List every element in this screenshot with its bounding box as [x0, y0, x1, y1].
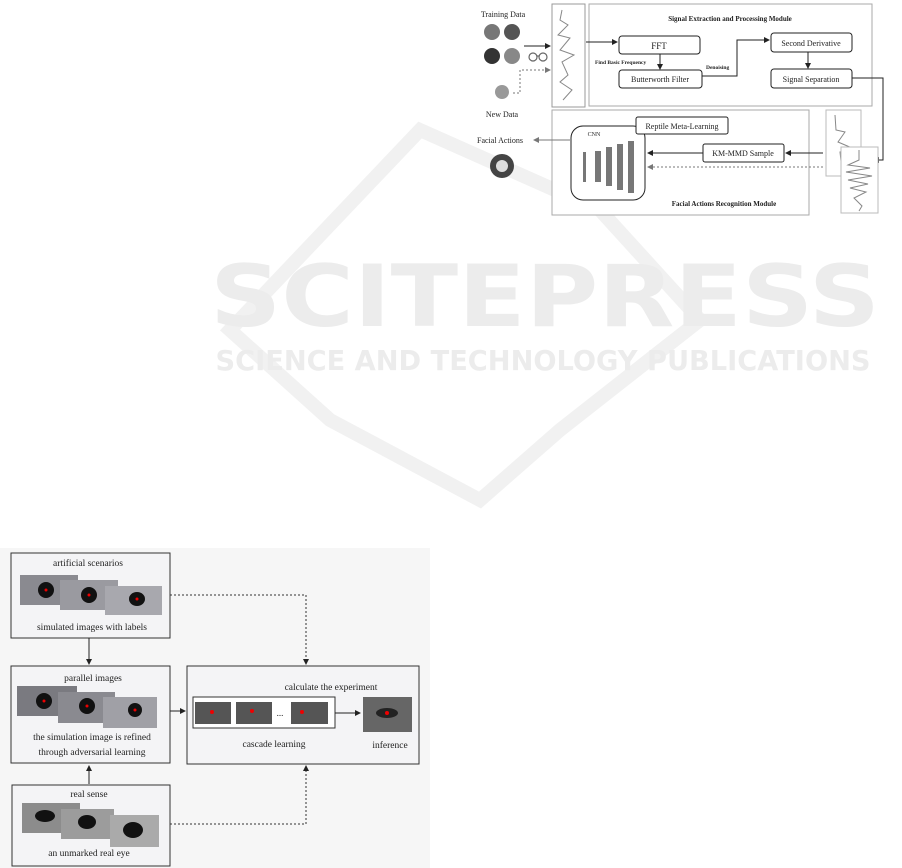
training-faces-icon	[484, 24, 520, 64]
watermark: SCITEPRESS SCIENCE AND TECHNOLOGY PUBLIC…	[210, 121, 880, 509]
refined-line1: the simulation image is refined	[33, 732, 151, 743]
figure-eye-tracking-pipeline: artificial scenarios simulated images wi…	[0, 548, 430, 868]
new-data-label: New Data	[486, 110, 519, 119]
glasses-icon	[528, 52, 548, 62]
refined-line2: through adversarial learning	[38, 748, 145, 758]
signal-module-box	[588, 3, 873, 107]
cnn-label: CNN	[588, 132, 601, 138]
watermark-shape	[219, 121, 711, 509]
cascade-eye-images	[195, 702, 328, 724]
new-data-face-icon	[495, 85, 509, 99]
parallel-images-label: parallel images	[64, 674, 122, 684]
cnn-layers-icon	[583, 141, 634, 193]
find-basic-frequency-label: Find Basic Frequency	[595, 60, 646, 66]
denoising-label: Denoising	[706, 65, 729, 71]
signal-separation-label: Signal Separation	[783, 75, 840, 84]
signal-module-title: Signal Extraction and Processing Module	[668, 15, 792, 23]
second-derivative-label: Second Derivative	[781, 39, 841, 48]
kmmmd-label: KM-MMD Sample	[712, 149, 774, 158]
facial-actions-label: Facial Actions	[477, 136, 523, 145]
simulated-images-label: simulated images with labels	[37, 623, 147, 633]
butterworth-label: Butterworth Filter	[631, 75, 689, 84]
reptile-box	[635, 116, 729, 135]
fft-label: FFT	[651, 41, 667, 51]
artificial-scenarios-label: artificial scenarios	[53, 558, 123, 569]
training-data-label: Training Data	[481, 10, 526, 19]
second-derivative-box	[770, 32, 853, 53]
real-eye-images	[22, 803, 159, 847]
calculate-label: calculate the experiment	[285, 683, 378, 693]
watermark-tagline: SCIENCE AND TECHNOLOGY PUBLICATIONS	[216, 344, 871, 377]
unmarked-eye-label: an unmarked real eye	[48, 849, 130, 859]
watermark-brand: SCITEPRESS	[210, 247, 880, 347]
real-sense-label: real sense	[70, 790, 107, 800]
simulated-eye-images	[20, 575, 162, 615]
cascade-ellipsis: ...	[277, 708, 284, 718]
raw-signal-trace	[557, 9, 576, 101]
raw-signal-panel	[551, 3, 586, 108]
inference-label: inference	[372, 740, 407, 751]
reptile-label: Reptile Meta-Learning	[645, 122, 718, 131]
butterworth-box	[618, 69, 703, 89]
parallel-eye-images	[17, 686, 157, 728]
cascade-label: cascade learning	[242, 740, 305, 750]
recognition-module-title: Facial Actions Recognition Module	[672, 200, 776, 208]
figure-facial-actions-pipeline: Training Data New Data Signal Extraction…	[477, 3, 884, 216]
